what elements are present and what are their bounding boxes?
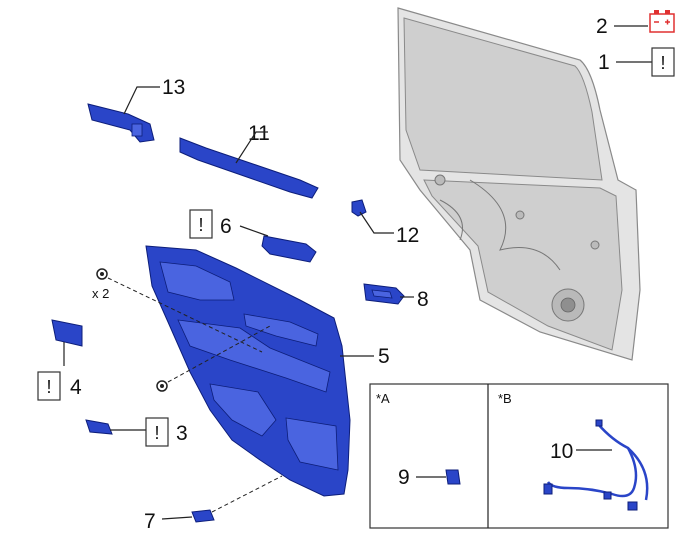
callout-9: 9 <box>398 466 410 489</box>
notice-icon: ! <box>145 417 169 447</box>
callout-5: 5 <box>378 345 390 368</box>
notice-icon: ! <box>37 371 61 401</box>
part-5-door-trim-board <box>145 245 351 497</box>
callout-8: 8 <box>417 288 429 311</box>
quantity-label: x 2 <box>92 286 109 301</box>
part-11-garnish <box>179 137 319 199</box>
part-9-connector <box>445 469 461 485</box>
door-panel <box>397 7 641 361</box>
callout-3: 3 <box>176 422 188 445</box>
part-10-wire-harness <box>543 419 649 511</box>
part-4-cover <box>51 319 83 347</box>
callout-2: 2 <box>596 15 608 38</box>
callout-4: 4 <box>70 376 82 399</box>
clip-screw-icon <box>156 380 168 392</box>
part-8-inside-handle <box>363 283 405 305</box>
battery-icon <box>649 10 675 33</box>
callout-1: 1 <box>598 51 610 74</box>
notice-symbol: ! <box>154 423 159 443</box>
notice-symbol: ! <box>46 377 51 397</box>
detail-views-box <box>369 383 669 529</box>
notice-icon: ! <box>651 47 675 77</box>
view-a-label: *A <box>376 391 390 406</box>
callout-11: 11 <box>248 122 270 145</box>
part-12-clip <box>351 199 367 217</box>
notice-symbol: ! <box>198 215 203 235</box>
callout-13: 13 <box>162 76 185 99</box>
part-3-lamp <box>85 419 113 435</box>
part-7-bracket <box>191 509 215 523</box>
callout-12: 12 <box>396 224 419 247</box>
part-6-switch-base <box>261 235 317 263</box>
callout-7: 7 <box>144 510 156 533</box>
view-b-label: *B <box>498 391 512 406</box>
callout-6: 6 <box>220 215 232 238</box>
notice-icon: ! <box>189 209 213 239</box>
part-13-bracket <box>87 103 155 143</box>
clip-screw-icon <box>96 268 108 280</box>
callout-10: 10 <box>550 440 573 463</box>
notice-symbol: ! <box>660 53 665 73</box>
